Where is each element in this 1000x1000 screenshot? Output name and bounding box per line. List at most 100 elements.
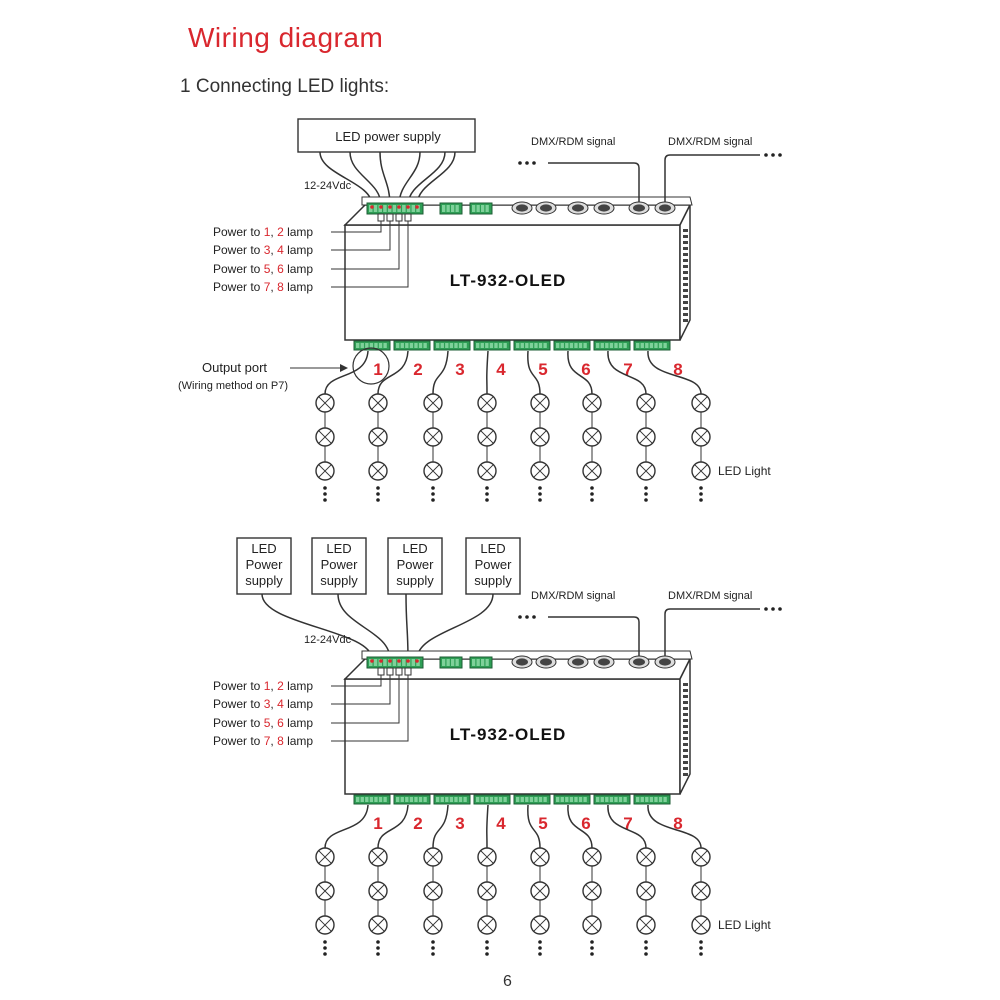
ellipsis-dot: [699, 486, 703, 490]
terminal-pin: [503, 343, 507, 348]
output-terminal-icon: [633, 340, 671, 351]
lamp-cross: [371, 884, 385, 898]
ellipsis-dot: [699, 940, 703, 944]
xlr-socket-icon: [535, 201, 557, 215]
ellipsis-dot: [644, 946, 648, 950]
led-lamp-icon: [582, 461, 602, 481]
ellipsis-dot: [525, 615, 529, 619]
lamp-cross: [694, 850, 708, 864]
terminal-pin: [442, 659, 446, 666]
terminal-pin: [574, 797, 578, 802]
led-lamp-icon: [636, 393, 656, 413]
terminal-plug: [395, 213, 403, 222]
dmx-signal-wire: [548, 162, 640, 202]
terminal-pin: [383, 659, 387, 666]
terminal-dot: [388, 205, 392, 209]
output-wire: [527, 350, 541, 395]
led-light-label: LED Light: [718, 464, 771, 478]
lamp-cross: [639, 396, 653, 410]
terminal-pin: [498, 797, 503, 802]
terminal-pin: [402, 659, 406, 666]
ellipsis-dot: [590, 952, 594, 956]
terminal-pin: [405, 343, 409, 348]
terminal-pin: [609, 797, 614, 802]
ellipsis-dot: [778, 607, 782, 611]
terminal-pin: [360, 797, 364, 802]
heatsink-fin: [683, 253, 688, 256]
lamp-cross: [639, 430, 653, 444]
heatsink-fin: [683, 229, 688, 232]
lamp-cross: [371, 396, 385, 410]
terminal-pin: [476, 205, 480, 212]
ellipsis-dot: [485, 946, 489, 950]
led-lamp-icon: [582, 393, 602, 413]
ellipsis-dot: [764, 153, 768, 157]
terminal-pin: [538, 797, 543, 802]
ellipsis-dot: [376, 492, 380, 496]
power-input-terminal-icon: [366, 656, 424, 669]
terminal-pin: [423, 343, 427, 348]
terminal-pin: [489, 343, 494, 348]
terminal-pin: [485, 205, 489, 212]
ellipsis-dot: [699, 492, 703, 496]
terminal-pin: [649, 343, 654, 348]
heatsink-fin: [683, 683, 688, 686]
terminal-pin: [378, 343, 383, 348]
terminal-plug: [395, 667, 403, 676]
power-row-sep: ,: [270, 679, 277, 693]
terminal-pin: [623, 343, 627, 348]
power-row-sep: ,: [270, 716, 277, 730]
heatsink-fin: [683, 755, 688, 758]
terminal-pin: [442, 205, 446, 212]
power-supply-line-1: LED: [402, 541, 427, 556]
terminal-pin: [663, 797, 667, 802]
led-lamp-icon: [636, 915, 656, 935]
xlr-core: [540, 204, 552, 212]
output-terminal-icon: [593, 340, 631, 351]
led-lamp-icon: [691, 427, 711, 447]
output-terminal-icon: [353, 340, 391, 351]
led-lamp-icon: [582, 915, 602, 935]
terminal-pin: [529, 797, 534, 802]
terminal-pin: [494, 797, 498, 802]
lamp-cross: [585, 464, 599, 478]
power-row-suffix: lamp: [284, 262, 314, 276]
terminal-plug: [404, 213, 412, 222]
terminal-pin: [476, 659, 480, 666]
ellipsis-dot: [590, 946, 594, 950]
power-supply-line-2: Power: [475, 557, 513, 572]
led-lamp-icon: [423, 881, 443, 901]
heatsink-fin: [683, 277, 688, 280]
terminal-pin: [503, 797, 507, 802]
xlr-socket-icon: [593, 201, 615, 215]
lamp-cross: [533, 430, 547, 444]
heatsink-fin: [683, 235, 688, 238]
heatsink-fin: [683, 241, 688, 244]
lamp-cross: [371, 850, 385, 864]
led-lamp-icon: [477, 915, 497, 935]
led-lamp-icon: [530, 461, 550, 481]
led-lamp-icon: [423, 461, 443, 481]
terminal-plug: [404, 667, 412, 676]
power-leader-line: [331, 675, 409, 742]
terminal-pin: [383, 205, 387, 212]
led-light-label: LED Light: [718, 918, 771, 932]
ellipsis-dot: [485, 498, 489, 502]
terminal-pin: [556, 797, 560, 802]
terminal-pin: [414, 797, 418, 802]
terminal-pin: [454, 343, 458, 348]
led-lamp-icon: [477, 847, 497, 867]
heatsink-fin: [683, 749, 688, 752]
model-label: LT-932-OLED: [450, 271, 566, 290]
output-terminal-icon: [473, 794, 511, 805]
power-row-label-3: Power to 5, 6 lamp: [213, 716, 313, 730]
output-wire: [324, 804, 369, 849]
ellipsis-dot: [323, 946, 327, 950]
ellipsis-dot: [376, 952, 380, 956]
terminal-pin: [480, 343, 484, 348]
ellipsis-dot: [590, 492, 594, 496]
power-row-channel-b: 6: [277, 716, 284, 730]
led-lamp-icon: [691, 915, 711, 935]
lamp-cross: [639, 884, 653, 898]
voltage-label: 12-24Vdc: [304, 180, 352, 192]
